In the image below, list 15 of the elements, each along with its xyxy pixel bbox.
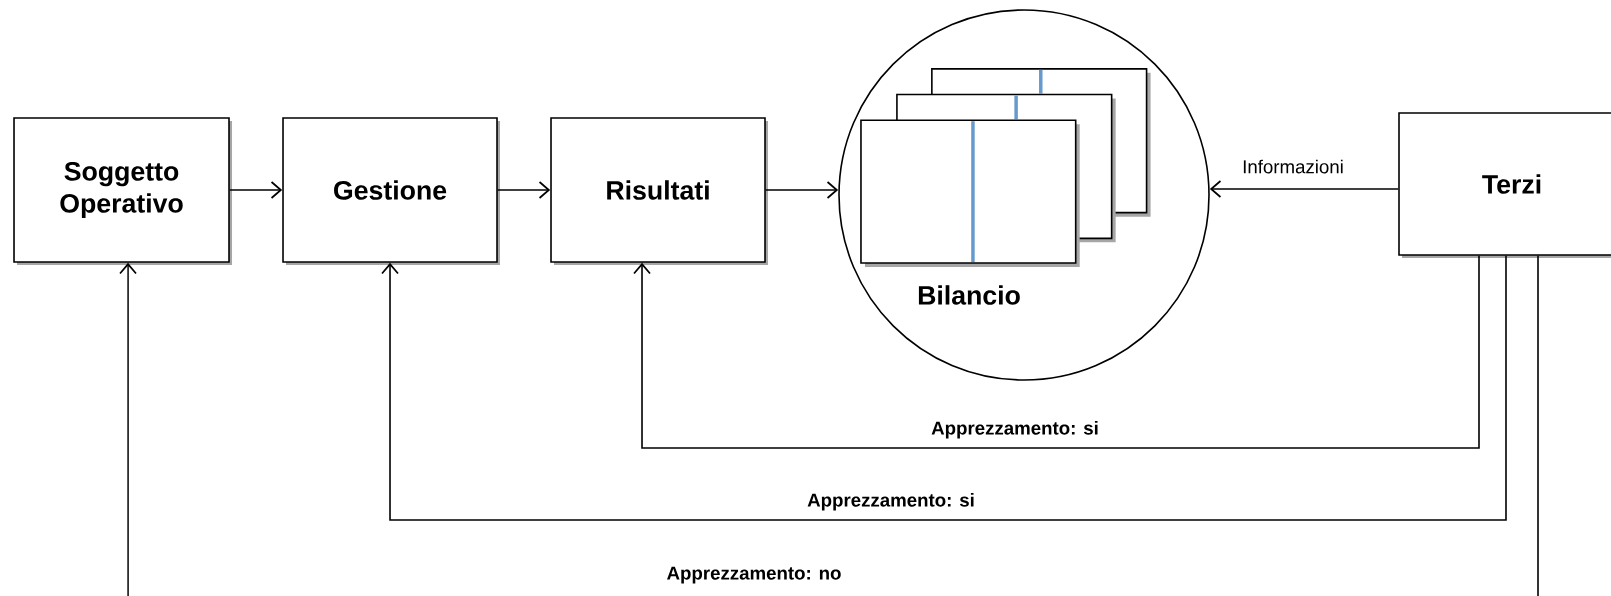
edge-label: Apprezzamento: si — [807, 493, 974, 511]
arrow — [497, 181, 551, 199]
arrow — [381, 255, 1507, 521]
arrow — [633, 255, 1480, 449]
process-box: Gestione — [282, 117, 500, 265]
edge-label: Informazioni — [1243, 159, 1343, 174]
arrow — [229, 181, 283, 199]
process-box: Risultati — [550, 117, 768, 265]
arrow — [1209, 180, 1399, 198]
process-box: Terzi — [1398, 112, 1611, 258]
arrow — [765, 181, 839, 199]
edge-label: Apprezzamento: no — [667, 566, 841, 584]
process-box: Soggetto Operativo — [13, 117, 232, 265]
arrow — [119, 255, 1539, 596]
edge-label: Apprezzamento: si — [931, 421, 1098, 439]
